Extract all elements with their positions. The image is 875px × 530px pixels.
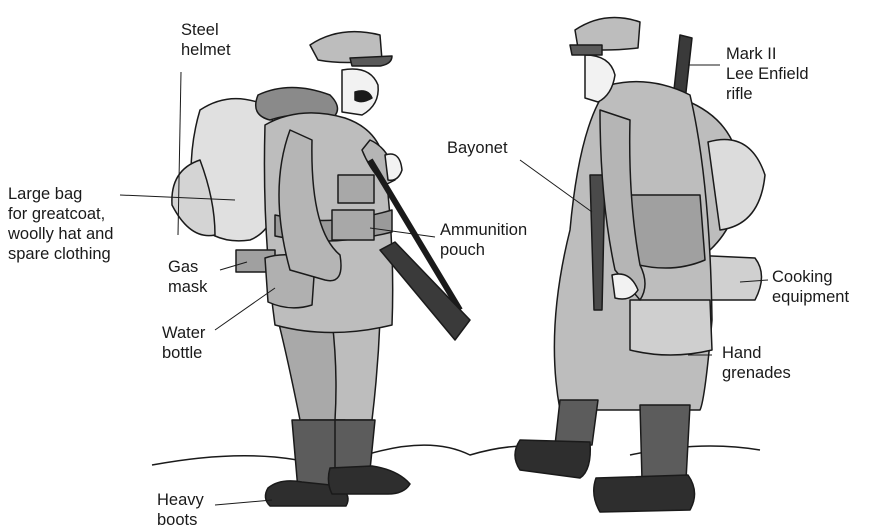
label-cooking-equipment: Cooking equipment [772,267,849,307]
left-soldier [172,32,470,506]
left-hand [385,154,402,180]
label-ammunition-pouch: Ammunition pouch [440,220,527,260]
label-large-bag: Large bag for greatcoat, woolly hat and … [8,184,114,264]
leader-heavy-boots [215,500,272,505]
right-satchel [628,195,705,268]
label-water-bottle: Water bottle [162,323,205,363]
label-hand-grenades: Hand grenades [722,343,791,383]
label-heavy-boots: Heavy boots [157,490,204,530]
right-boots [515,440,590,478]
leader-water-bottle [215,288,275,330]
grenade-bag [630,300,712,355]
label-gas-mask: Gas mask [168,257,207,297]
label-steel-helmet: Steel helmet [181,20,231,60]
label-bayonet: Bayonet [447,138,508,158]
right-puttees [555,400,598,445]
ammo-pouch [338,175,374,203]
label-rifle: Mark II Lee Enfield rifle [726,44,809,104]
